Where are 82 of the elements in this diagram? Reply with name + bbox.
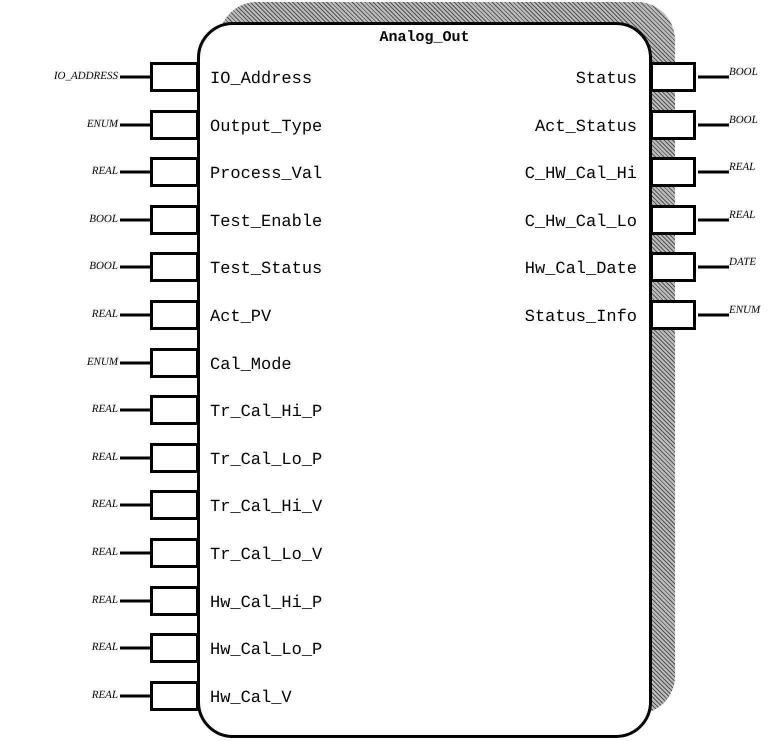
connector-line xyxy=(698,218,729,222)
connector-line xyxy=(120,218,150,222)
pin-name: Act_Status xyxy=(534,118,637,138)
pin-box xyxy=(150,586,199,616)
connector-line xyxy=(120,76,150,78)
pin-box xyxy=(150,204,199,235)
pin-box xyxy=(650,157,696,188)
data-type-label: BOOL xyxy=(89,212,118,226)
connector-line xyxy=(698,124,729,126)
data-type-label: REAL xyxy=(92,688,118,702)
pin-name: Cal_Mode xyxy=(210,356,292,376)
pin-name: C_Hw_Cal_Lo xyxy=(524,212,637,233)
data-type-label: DATE xyxy=(729,255,756,270)
pin-name: Hw_Cal_Hi_P xyxy=(210,594,322,614)
data-type-label: REAL xyxy=(92,592,118,607)
connector-line xyxy=(120,124,150,126)
connector-line xyxy=(120,408,150,412)
pin-box xyxy=(150,395,199,426)
data-type-label: REAL xyxy=(729,160,756,174)
pin-box xyxy=(150,490,199,520)
pin-box xyxy=(150,110,199,140)
pin-box xyxy=(150,538,199,568)
pin-box xyxy=(650,204,696,235)
connector-line xyxy=(120,646,150,650)
pin-name: Tr_Cal_Lo_P xyxy=(210,450,322,471)
data-type-label: IO_ADDRESS xyxy=(54,69,118,83)
block-title: Analog_Out xyxy=(378,29,470,46)
pin-box xyxy=(650,110,696,140)
pin-box xyxy=(650,62,696,92)
function-block xyxy=(197,22,652,738)
pin-box xyxy=(150,62,199,92)
pin-box xyxy=(150,300,199,330)
pin-name: Output_Type xyxy=(210,118,322,138)
data-type-label: BOOL xyxy=(729,65,758,79)
pin-box xyxy=(150,680,199,711)
data-type-label: REAL xyxy=(92,164,118,178)
pin-name: Act_PV xyxy=(210,308,272,328)
data-type-label: ENUM xyxy=(729,303,760,317)
connector-line xyxy=(698,76,729,78)
connector-line xyxy=(120,694,150,698)
connector-line xyxy=(698,266,729,268)
data-type-label: ENUM xyxy=(86,116,118,131)
pin-box xyxy=(150,252,199,282)
connector-line xyxy=(698,314,729,316)
pin-name: Tr_Cal_Hi_V xyxy=(210,498,322,518)
pin-box xyxy=(150,442,199,473)
pin-name: Hw_Cal_Date xyxy=(524,260,637,280)
data-type-label: REAL xyxy=(92,450,118,464)
pin-name: Status_Info xyxy=(524,308,637,328)
connector-line xyxy=(120,552,150,554)
data-type-label: REAL xyxy=(92,497,118,512)
pin-box xyxy=(650,300,696,330)
connector-line xyxy=(120,456,150,460)
pin-box xyxy=(650,252,696,282)
connector-line xyxy=(120,170,150,174)
connector-line xyxy=(120,600,150,602)
data-type-label: BOOL xyxy=(729,112,758,127)
connector-line xyxy=(120,362,150,364)
pin-box xyxy=(150,633,199,664)
pin-name: Process_Val xyxy=(210,165,322,186)
pin-name: Hw_Cal_Lo_P xyxy=(210,641,322,662)
pin-name: Test_Status xyxy=(210,260,322,280)
pin-name: Tr_Cal_Lo_V xyxy=(210,546,322,566)
data-type-label: ENUM xyxy=(86,354,118,369)
pin-name: IO_Address xyxy=(210,70,312,90)
pin-box xyxy=(150,348,199,378)
pin-name: Hw_Cal_V xyxy=(210,688,292,709)
pin-name: C_HW_Cal_Hi xyxy=(524,165,637,186)
data-type-label: REAL xyxy=(729,208,756,222)
connector-line xyxy=(120,266,150,268)
data-type-label: REAL xyxy=(92,545,118,559)
data-type-label: REAL xyxy=(92,307,118,321)
connector-line xyxy=(120,314,150,316)
pin-name: Status xyxy=(576,70,637,90)
data-type-label: BOOL xyxy=(89,259,118,274)
connector-line xyxy=(698,170,729,174)
connector-line xyxy=(120,504,150,506)
pin-name: Test_Enable xyxy=(210,212,322,233)
pin-box xyxy=(150,157,199,188)
data-type-label: REAL xyxy=(92,402,118,416)
pin-name: Tr_Cal_Hi_P xyxy=(210,403,322,424)
data-type-label: REAL xyxy=(92,640,118,654)
